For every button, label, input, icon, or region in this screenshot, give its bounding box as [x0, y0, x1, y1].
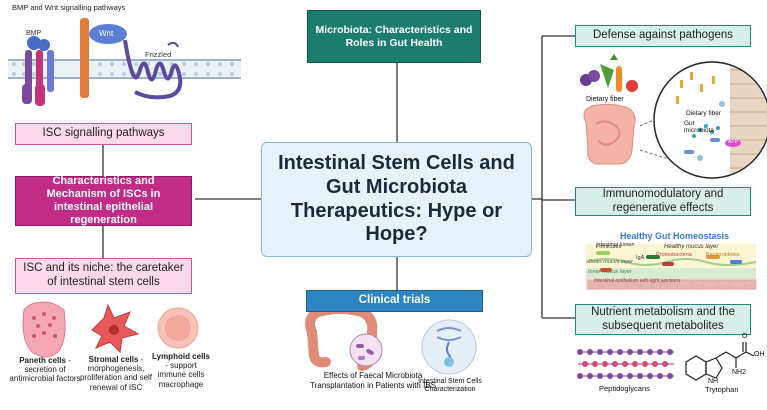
stromal-cell-icon: [91, 303, 140, 354]
connector-lines: [102, 35, 575, 319]
bacteroidetes-label: Bacteroidetes: [706, 252, 740, 258]
gut-homeostasis-icon: [585, 244, 757, 290]
defense-box[interactable]: Defense against pathogens: [575, 25, 751, 47]
paneth-cell-desc: - secretion of antimicrobial factors: [9, 356, 81, 384]
wnt-label: Wnt: [99, 29, 114, 38]
isc-niche-box[interactable]: ISC and its niche: the caretaker of inte…: [15, 258, 192, 294]
stromal-cell-desc: - morphogenesis, proliferation and self …: [79, 355, 153, 392]
central-title-box: Intestinal Stem Cells and Gut Microbiota…: [261, 142, 532, 257]
gut-microbiota-label: Gut microbiota: [684, 120, 714, 135]
tryptophan-oh-label: OH: [754, 351, 765, 358]
epithelium-label: Intestinal epithelium with tight junctio…: [594, 278, 681, 284]
central-title: Intestinal Stem Cells and Gut Microbiota…: [278, 152, 515, 246]
homeostasis-title: Healthy Gut Homeostasis: [620, 231, 730, 241]
peptidoglycans-label: Peptidoglycans: [599, 384, 650, 393]
lymphoid-cell-desc: - support immune cells macrophage: [157, 361, 205, 389]
dietary-fiber-label: Dietary fiber: [586, 96, 624, 103]
paneth-cell-name: Paneth cells: [19, 356, 66, 365]
lymphoid-cell-name: Lymphoid cells: [152, 352, 210, 361]
tryptophan-nh-label: NH: [708, 378, 719, 385]
proteobacteria-label: Proteobacteria: [656, 252, 692, 258]
stem-cell-icon: [421, 319, 477, 375]
tryptophan-label: Trytophan: [705, 385, 739, 394]
healthy-mucus-label: Healthy mucus layer: [664, 244, 719, 250]
isc-signalling-label: ISC signalling pathways: [42, 127, 165, 140]
microbe-zoom-icon: [349, 333, 383, 367]
iga-label: IgA: [636, 255, 645, 261]
tryptophan-structure-icon: [685, 342, 755, 381]
tryptophan-nh2-label: NH2: [732, 369, 747, 376]
firmicutes-label: Firmicutes: [596, 244, 622, 250]
frizzled-receptor-icon: [80, 18, 183, 100]
paneth-cell-icon: [22, 301, 66, 358]
immunomodulatory-label: Immunomodulatory and regenerative effect…: [602, 187, 724, 214]
bmp-wnt-title: BMP and Wnt signalling pathways: [12, 3, 126, 12]
nutrient-label: Nutrient metabolism and the subsequent m…: [591, 305, 735, 332]
isc-characteristics-box[interactable]: Characteristics and Mechanism of ISCs in…: [15, 174, 192, 227]
cell-membrane: [8, 59, 241, 79]
stromal-cell-caption: Stromal cells - morphogenesis, prolifera…: [76, 355, 156, 392]
microbiota-label: Microbiota: Characteristics and Roles in…: [315, 23, 473, 49]
intestine-icon: [583, 103, 636, 165]
atp-label: ATP: [728, 139, 739, 145]
faecal-transplant-caption: Effects of Faecal Microbiota Transplanta…: [310, 371, 436, 390]
tryptophan-o-label: O: [742, 333, 748, 340]
paneth-cell-caption: Paneth cells - secretion of antimicrobia…: [6, 356, 84, 384]
clinical-trials-box[interactable]: Clinical trials: [306, 290, 483, 312]
clinical-trials-label: Clinical trials: [358, 294, 431, 307]
inner-mucus-label: Inner mucus layer: [588, 269, 632, 275]
immunomodulatory-box[interactable]: Immunomodulatory and regenerative effect…: [575, 187, 751, 216]
peptidoglycan-icon: [577, 349, 674, 379]
isc-signalling-box[interactable]: ISC signalling pathways: [15, 123, 192, 145]
nutrient-box[interactable]: Nutrient metabolism and the subsequent m…: [575, 304, 751, 335]
intestinal-lumen-label: Intestinal lumen: [596, 242, 635, 248]
isc-characteristics-label: Characteristics and Mechanism of ISCs in…: [46, 174, 161, 227]
vegetables-icon: [580, 54, 638, 92]
bmp-receptor-icon: [22, 36, 54, 106]
isc-niche-label: ISC and its niche: the caretaker of inte…: [23, 262, 184, 288]
frizzled-label: Frizzled: [145, 50, 172, 59]
defense-label: Defense against pathogens: [592, 29, 734, 42]
bmp-label: BMP: [26, 30, 42, 37]
stem-cell-caption: Intestinal Stem Cells Characterization: [418, 378, 482, 394]
stromal-cell-name: Stromal cells: [88, 355, 139, 364]
lymphoid-cell-caption: Lymphoid cells - support immune cells ma…: [150, 352, 212, 389]
zoom-dietary-fiber-label: Dietary fiber: [686, 110, 722, 117]
outer-mucus-label: Outer mucus layer: [588, 259, 633, 265]
lymphoid-cell-icon: [157, 307, 199, 349]
microbiota-box[interactable]: Microbiota: Characteristics and Roles in…: [307, 10, 481, 63]
